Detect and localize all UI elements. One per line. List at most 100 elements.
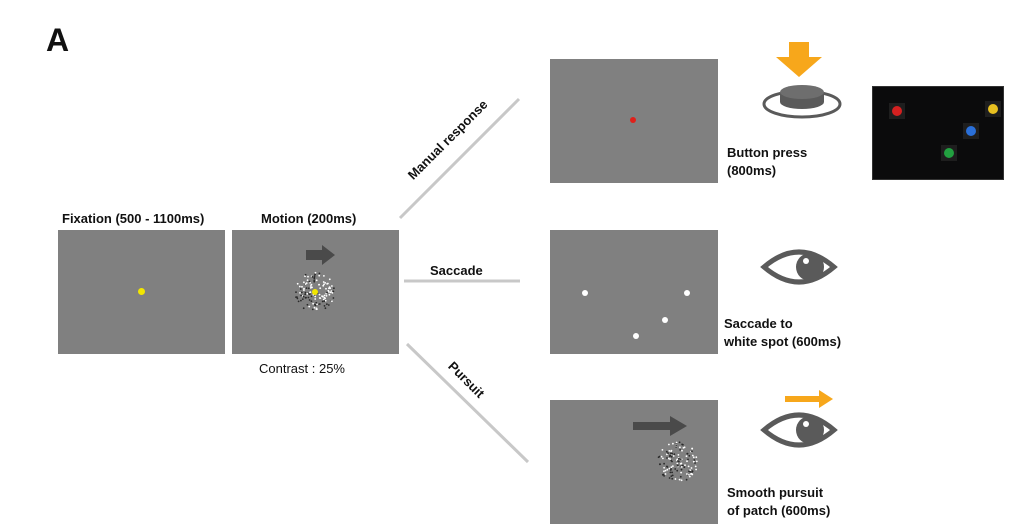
motion-dot xyxy=(304,296,307,299)
motion-dot xyxy=(687,458,689,461)
motion-dot xyxy=(304,283,307,285)
motion-dot xyxy=(691,450,693,453)
motion-dot xyxy=(314,271,317,274)
pursuit-screen-graphics xyxy=(633,416,698,482)
motion-dot xyxy=(303,281,305,284)
motion-dot xyxy=(306,279,309,281)
button-press-duration: (800ms) xyxy=(727,163,777,178)
motion-dot xyxy=(664,469,667,472)
motion-dot xyxy=(685,455,688,458)
motion-dot xyxy=(686,452,689,455)
motion-dot xyxy=(672,455,675,457)
moving-dot-patch xyxy=(657,441,698,482)
motion-dot xyxy=(689,469,691,471)
motion-dot xyxy=(312,302,314,305)
motion-dot xyxy=(299,288,302,290)
blue-button xyxy=(966,126,976,136)
motion-dot xyxy=(661,449,664,451)
button-box-photo xyxy=(872,86,1004,180)
motion-dot xyxy=(680,479,683,482)
motion-dot xyxy=(307,275,309,278)
motion-dot xyxy=(316,308,318,310)
motion-dot xyxy=(305,287,308,289)
motion-dot xyxy=(297,300,300,303)
motion-dot xyxy=(304,291,307,294)
motion-dot xyxy=(667,452,669,454)
motion-dot xyxy=(302,307,305,310)
motion-dot xyxy=(326,291,328,294)
button-press-icon xyxy=(762,42,842,119)
motion-dot xyxy=(324,282,327,284)
motion-dot xyxy=(311,308,314,311)
motion-dot xyxy=(328,293,331,296)
motion-dot xyxy=(688,475,691,478)
motion-dot xyxy=(680,462,683,465)
motion-dot xyxy=(672,465,674,467)
motion-dot xyxy=(665,450,668,453)
motion-dot xyxy=(296,282,299,285)
saccade-task-line2: white spot (600ms) xyxy=(724,334,842,349)
motion-dot xyxy=(663,475,665,477)
motion-dot xyxy=(667,457,670,460)
yellow-button xyxy=(988,104,998,114)
motion-dot xyxy=(298,285,301,288)
motion-dot xyxy=(666,466,669,468)
motion-dot xyxy=(695,460,698,463)
motion-dot xyxy=(310,300,313,303)
button-press-label: Button press xyxy=(727,145,808,160)
motion-dot xyxy=(676,458,679,461)
motion-dot xyxy=(304,293,307,296)
motion-dot xyxy=(670,466,673,469)
motion-dot xyxy=(318,283,320,286)
motion-dot xyxy=(308,299,311,301)
motion-dot xyxy=(300,294,302,297)
motion-dot xyxy=(300,291,303,294)
motion-dot xyxy=(322,295,324,298)
motion-dot xyxy=(692,456,695,459)
motion-dot xyxy=(693,459,696,461)
motion-dot xyxy=(682,443,684,446)
motion-dot xyxy=(676,462,679,465)
motion-dot xyxy=(686,460,688,463)
motion-dot xyxy=(670,475,673,477)
motion-dot xyxy=(683,446,686,449)
motion-dot xyxy=(688,474,690,476)
pursuit-screen xyxy=(550,400,718,524)
motion-dot xyxy=(676,469,679,472)
button-box-graphics xyxy=(889,101,1001,161)
eye-icon xyxy=(760,249,838,285)
saccade-label: Saccade xyxy=(430,263,483,278)
motion-dot xyxy=(313,275,316,277)
motion-label: Motion (200ms) xyxy=(261,211,357,226)
motion-dot xyxy=(328,291,330,293)
motion-dot xyxy=(328,286,331,288)
motion-dot xyxy=(306,303,309,306)
fixation-dot xyxy=(138,288,145,295)
motion-dot xyxy=(674,468,677,470)
motion-dot xyxy=(678,457,680,460)
motion-dot xyxy=(305,282,308,284)
motion-dot xyxy=(671,474,674,477)
motion-dot xyxy=(323,275,325,277)
motion-dot xyxy=(302,295,305,298)
motion-dot xyxy=(318,303,321,305)
motion-dot xyxy=(309,287,312,289)
motion-dot xyxy=(670,455,673,458)
motion-dot xyxy=(323,294,326,297)
motion-dot xyxy=(318,293,321,296)
motion-dot xyxy=(328,278,331,281)
motion-dot xyxy=(691,447,693,450)
motion-dot xyxy=(679,449,681,451)
motion-dot xyxy=(669,458,671,460)
pursuit-task-line2: of patch (600ms) xyxy=(727,503,831,518)
motion-dot xyxy=(670,468,672,470)
white-spot xyxy=(633,333,639,339)
motion-dot xyxy=(691,470,694,473)
motion-dot xyxy=(315,279,318,282)
motion-dot xyxy=(322,284,325,287)
motion-dot xyxy=(671,471,673,474)
motion-dot xyxy=(307,287,310,290)
motion-dot xyxy=(671,477,674,480)
motion-dot xyxy=(324,297,326,300)
